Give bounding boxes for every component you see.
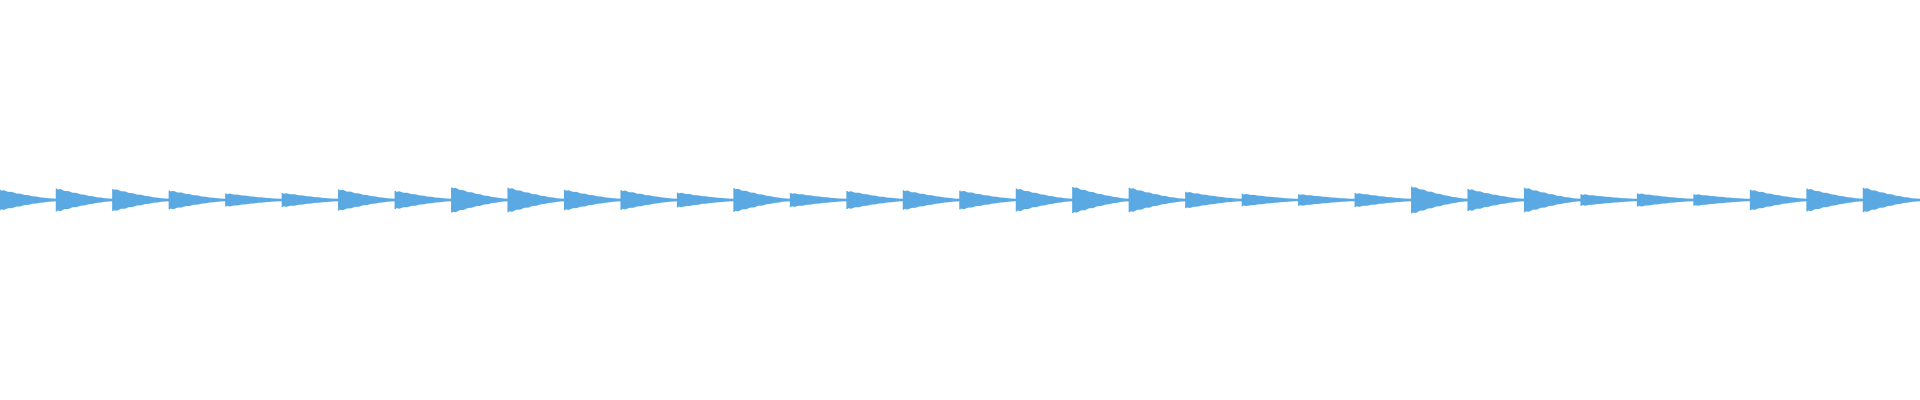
- waveform-transient: [112, 189, 170, 211]
- waveform-transient: [1807, 189, 1864, 212]
- waveform-transient: [790, 193, 848, 207]
- waveform-transient: [960, 190, 1017, 210]
- waveform-transient: [0, 190, 57, 210]
- waveform-transient: [451, 187, 509, 213]
- waveform-transient: [1016, 189, 1073, 212]
- waveform-transient: [1411, 187, 1469, 213]
- waveform-transient: [1637, 193, 1695, 207]
- waveform-transient: [1524, 188, 1582, 212]
- waveform-transient: [1298, 194, 1356, 206]
- waveform-transient: [1581, 194, 1638, 206]
- waveform-transient: [282, 193, 339, 207]
- waveform-transient: [1072, 187, 1130, 213]
- waveform-transient: [395, 191, 452, 209]
- waveform-transient: [1185, 192, 1243, 208]
- waveform-transient: [564, 190, 622, 210]
- waveform-transient: [734, 188, 791, 212]
- waveform-transient: [225, 193, 283, 207]
- waveform-transient: [1694, 194, 1751, 206]
- waveform-transient: [1242, 193, 1299, 207]
- waveform-transient: [56, 189, 113, 212]
- waveform-transient: [1129, 188, 1186, 212]
- waveform-transient: [903, 190, 960, 210]
- waveform-transient: [621, 190, 678, 210]
- waveform-transient: [169, 190, 226, 210]
- waveform-transient: [1750, 190, 1808, 210]
- waveform-transient: [847, 191, 904, 209]
- waveform-transient: [677, 192, 735, 208]
- waveform-transient: [338, 189, 396, 211]
- waveform-transient: [1468, 189, 1525, 211]
- waveform-transients: [0, 186, 1920, 214]
- waveform-transient: [508, 188, 565, 212]
- waveform-transient: [1863, 188, 1920, 212]
- waveform-transient: [1355, 193, 1412, 207]
